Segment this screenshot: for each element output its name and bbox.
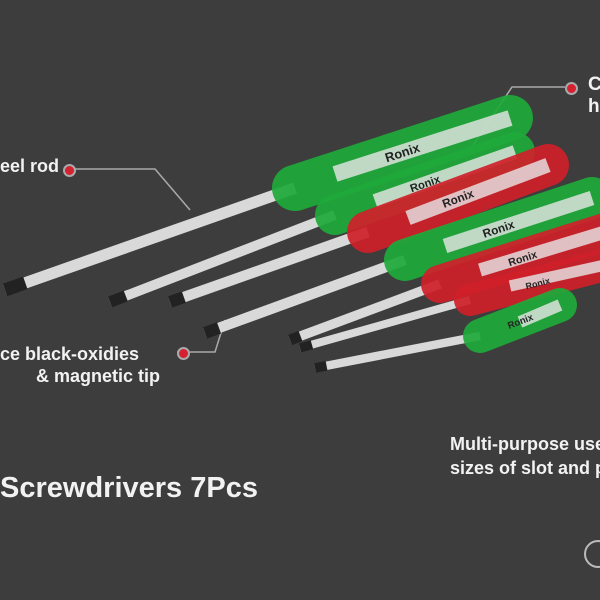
callout-dot [63,164,76,177]
feature-line1: Multi-purpose use [450,434,600,454]
handle-label-band [478,226,600,277]
screwdriver-tip [168,291,186,308]
screwdriver-shaft [3,182,297,296]
handle-label-band [332,110,513,182]
product-title: Screwdrivers 7Pcs [0,472,258,504]
callout-line-rod [75,168,191,211]
logo-mark [584,540,600,568]
screwdriver-shaft [288,279,442,345]
screwdriver-tip [314,360,328,373]
handle-label-band [372,145,518,208]
feature-line2: sizes of slot and p [450,458,600,478]
screwdriver-shaft [314,331,481,373]
screwdriver-shaft [203,255,407,338]
screwdriver-tip [298,340,314,353]
handle-label-band [517,299,563,328]
handle-label-band [508,260,600,292]
callout-dot [565,82,578,95]
handle-label-band [405,158,551,225]
screwdriver-shaft [298,296,472,352]
screwdriver-tip [107,290,128,308]
screwdriver-shaft [108,210,337,307]
callout-tip-line2: & magnetic tip [36,366,161,386]
screwdriver-shaft [168,227,370,307]
callout-rod: eel rod [0,156,60,176]
callout-handle-line2: h [588,96,600,117]
screwdriver-tip [2,276,28,297]
callout-handle-line1: C [588,74,600,95]
callout-tip-line1: ce black-oxidies [0,344,140,364]
screwdriver-tip [202,322,222,339]
handle-label-band [442,191,595,253]
callout-dot [177,347,190,360]
screwdriver-tip [288,330,303,346]
